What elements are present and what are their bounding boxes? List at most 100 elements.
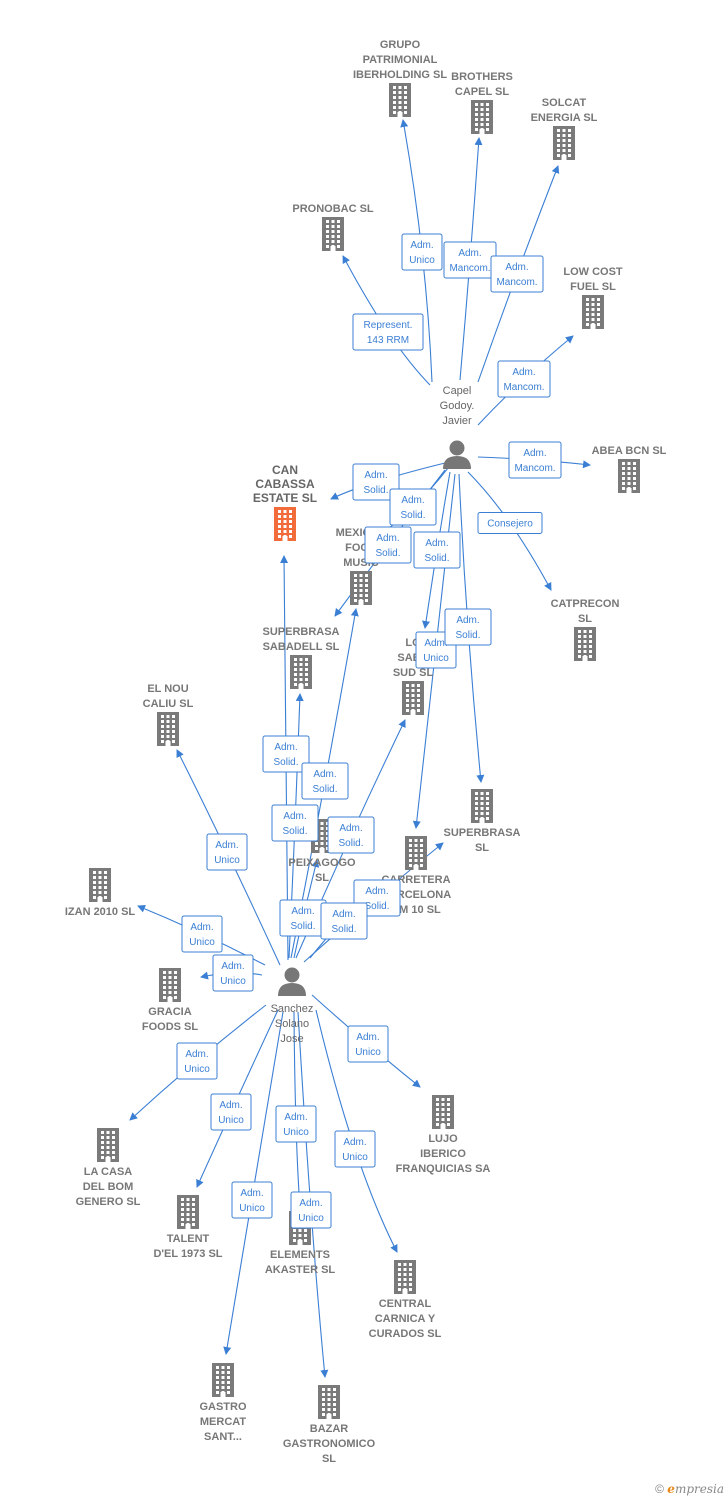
role-label: Consejero: [487, 519, 533, 530]
role-badge-sanchez-bazar[interactable]: Adm.Unico: [290, 1191, 332, 1229]
building-icon: [402, 681, 424, 715]
role-label: Adm.: [339, 823, 362, 834]
person-icon: [278, 967, 306, 996]
role-badge-capel-brothers[interactable]: Adm.Mancom.: [443, 241, 497, 279]
role-label: Unico: [423, 653, 449, 664]
role-label: Adm.: [523, 448, 546, 459]
company-label: LA CASA: [84, 1166, 133, 1178]
building-icon: [553, 126, 575, 160]
person-label: Capel: [443, 385, 472, 397]
role-badge-capel-superbrasa[interactable]: Adm.Solid.: [444, 608, 492, 646]
role-badge-sanchez-gastro[interactable]: Adm.Unico: [231, 1181, 273, 1219]
role-badge-capel-superbrasa-sab[interactable]: Adm.Solid.: [364, 526, 412, 564]
role-label: Unico: [409, 255, 435, 266]
building-icon: [290, 655, 312, 689]
role-badge-sanchez-lacasa[interactable]: Adm.Unico: [176, 1042, 218, 1080]
role-label: Unico: [189, 937, 215, 948]
role-badge-sanchez-gracia[interactable]: Adm.Unico: [212, 954, 254, 992]
role-label: Solid.: [424, 553, 449, 564]
role-badge-sanchez-mexican[interactable]: Adm.Solid.: [301, 762, 349, 800]
role-badge-sanchez-superbrasa[interactable]: Adm.Solid.: [320, 902, 368, 940]
role-label: Solid.: [331, 924, 356, 935]
building-icon: [471, 789, 493, 823]
company-label: GENERO SL: [76, 1196, 141, 1208]
role-label: Solid.: [282, 826, 307, 837]
role-badge-capel-cancabassa[interactable]: Adm.Solid.: [352, 463, 400, 501]
role-badge-capel-abea[interactable]: Adm.Mancom.: [508, 441, 562, 479]
company-label: SUPERBRASA: [443, 827, 520, 839]
role-badge-capel-catprecon[interactable]: Consejero: [477, 512, 543, 534]
building-icon: [389, 83, 411, 117]
company-node-izan[interactable]: IZAN 2010 SL: [65, 868, 136, 918]
role-badge-capel-solcat[interactable]: Adm.Mancom.: [490, 255, 544, 293]
copyright-symbol: ©: [655, 1482, 664, 1496]
company-label: SL: [315, 872, 329, 884]
company-node-gastro[interactable]: GASTROMERCATSANT...: [199, 1363, 247, 1443]
company-node-abea[interactable]: ABEA BCN SL: [592, 445, 667, 493]
building-icon: [177, 1195, 199, 1229]
role-label: Adm.: [190, 922, 213, 933]
company-label: LUJO: [428, 1133, 458, 1145]
role-badge-capel-mexican[interactable]: Adm.Solid.: [389, 488, 437, 526]
role-badge-sanchez-lujo[interactable]: Adm.Unico: [347, 1025, 389, 1063]
company-label: CENTRAL: [379, 1298, 432, 1310]
company-label: PEIXAGOGO: [288, 857, 356, 869]
role-badge-sanchez-elements[interactable]: Adm.Unico: [275, 1105, 317, 1143]
role-badge-capel-lowcost[interactable]: Adm.Mancom.: [497, 360, 551, 398]
role-label: Mancom.: [449, 263, 490, 274]
role-badge-capel-grupo[interactable]: Adm.Unico: [401, 233, 443, 271]
role-badge-sanchez-cancabassa[interactable]: Adm.Solid.: [262, 735, 310, 773]
company-label: ELEMENTS: [270, 1249, 330, 1261]
company-label: SL: [578, 613, 592, 625]
role-badge-capel-lo-sabadell[interactable]: Adm.Solid.: [413, 531, 461, 569]
role-badge-sanchez-izan[interactable]: Adm. Unico: [181, 915, 223, 953]
company-label: GASTRONOMICO: [283, 1438, 376, 1450]
role-badge-sanchez-peixagogo[interactable]: Adm.Solid.: [279, 899, 327, 937]
company-node-pronobac[interactable]: PRONOBAC SL: [292, 203, 374, 251]
building-icon: [159, 968, 181, 1002]
role-label: Adm.: [512, 367, 535, 378]
company-label: SABADELL SL: [263, 641, 340, 653]
role-label: Unico: [298, 1213, 324, 1224]
role-badge-sanchez-elnou[interactable]: Adm.Unico: [206, 833, 248, 871]
company-label: IBERICO: [420, 1148, 466, 1160]
role-label: 143 RRM: [367, 335, 409, 346]
company-label: GRUPO: [380, 39, 421, 51]
building-icon: [405, 836, 427, 870]
company-label: CAPEL SL: [455, 86, 509, 98]
role-badge-sanchez-lo-sabadell[interactable]: Adm.Solid.: [327, 816, 375, 854]
role-label: Unico: [214, 855, 240, 866]
role-badge-sanchez-superbrasa-sab[interactable]: Adm.Solid.: [271, 804, 319, 842]
role-label: Adm.: [313, 769, 336, 780]
brand-logo[interactable]: empresia: [667, 1482, 724, 1496]
role-badge-sanchez-central[interactable]: Adm.Unico: [334, 1130, 376, 1168]
role-label: Unico: [220, 976, 246, 987]
role-badge-sanchez-talent[interactable]: Adm.Unico: [210, 1093, 252, 1131]
company-label: KM 10 SL: [391, 904, 441, 916]
company-label: MERCAT: [200, 1416, 247, 1428]
building-icon: [471, 100, 493, 134]
role-label: Solid.: [290, 921, 315, 932]
company-label: BAZAR: [310, 1423, 349, 1435]
building-icon: [89, 868, 111, 902]
role-badge-capel-pronobac[interactable]: Represent.143 RRM: [352, 313, 424, 351]
role-label: Solid.: [455, 630, 480, 641]
person-icon: [443, 440, 471, 469]
